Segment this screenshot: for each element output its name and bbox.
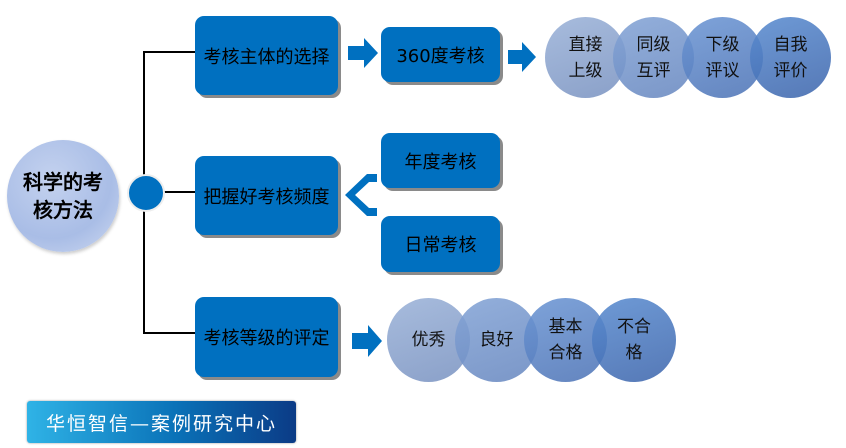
- root-title-line2: 核方法: [33, 198, 93, 222]
- branch-subject-selection: 考核主体的选择: [195, 16, 338, 95]
- banner-text: 华恒智信—案例研究中心: [45, 412, 277, 435]
- footer-banner: 华恒智信—案例研究中心: [27, 401, 296, 443]
- frequency-annual-box: 年度考核: [381, 133, 500, 188]
- circle-label: 基本: [548, 317, 583, 337]
- root-node: 科学的考核方法: [7, 140, 119, 252]
- double-chevron-icon: [345, 174, 377, 216]
- arrow-right-icon: [508, 42, 536, 72]
- circle-label: 自我: [773, 34, 808, 55]
- branch-frequency: 把握好考核频度: [195, 156, 338, 235]
- arrow-right-icon: [348, 38, 378, 68]
- method-360-box: 360度考核: [381, 27, 500, 82]
- circle-label: 评价: [773, 60, 808, 81]
- connector-top: [143, 51, 195, 53]
- grade-circle: 不合格: [592, 298, 676, 382]
- hub-node: [127, 174, 165, 212]
- branch-label: 考核主体的选择: [203, 46, 330, 68]
- circle-label: 互评: [636, 60, 671, 81]
- circle-label: 同级: [636, 34, 671, 55]
- branch-grading: 考核等级的评定: [195, 297, 338, 377]
- circle-label: 良好: [479, 330, 514, 350]
- frequency-daily-box: 日常考核: [381, 216, 500, 272]
- evaluator-circle: 自我评价: [750, 17, 831, 98]
- circle-label: 格: [625, 343, 643, 363]
- connector-bottom: [143, 332, 195, 334]
- circle-label: 优秀: [411, 330, 446, 350]
- circle-label: 直接: [568, 34, 603, 55]
- evaluator-circle: 同级互评: [613, 17, 694, 98]
- branch-label: 考核等级的评定: [203, 328, 330, 349]
- circle-label: 下级: [705, 34, 740, 55]
- connector-mid: [160, 191, 196, 193]
- frequency-label: 日常考核: [404, 235, 477, 256]
- root-title-line1: 科学的考: [23, 170, 103, 194]
- evaluator-circle: 直接上级: [545, 17, 626, 98]
- evaluator-circle: 下级评议: [682, 17, 763, 98]
- method-label: 360度考核: [396, 45, 485, 67]
- arrow-right-icon: [352, 325, 382, 357]
- branch-label: 把握好考核频度: [203, 186, 330, 208]
- circle-label: 评议: [705, 60, 740, 81]
- circle-label: 不合: [617, 317, 651, 337]
- circle-label: 合格: [548, 343, 583, 363]
- circle-label: 上级: [568, 60, 603, 81]
- frequency-label: 年度考核: [404, 151, 477, 173]
